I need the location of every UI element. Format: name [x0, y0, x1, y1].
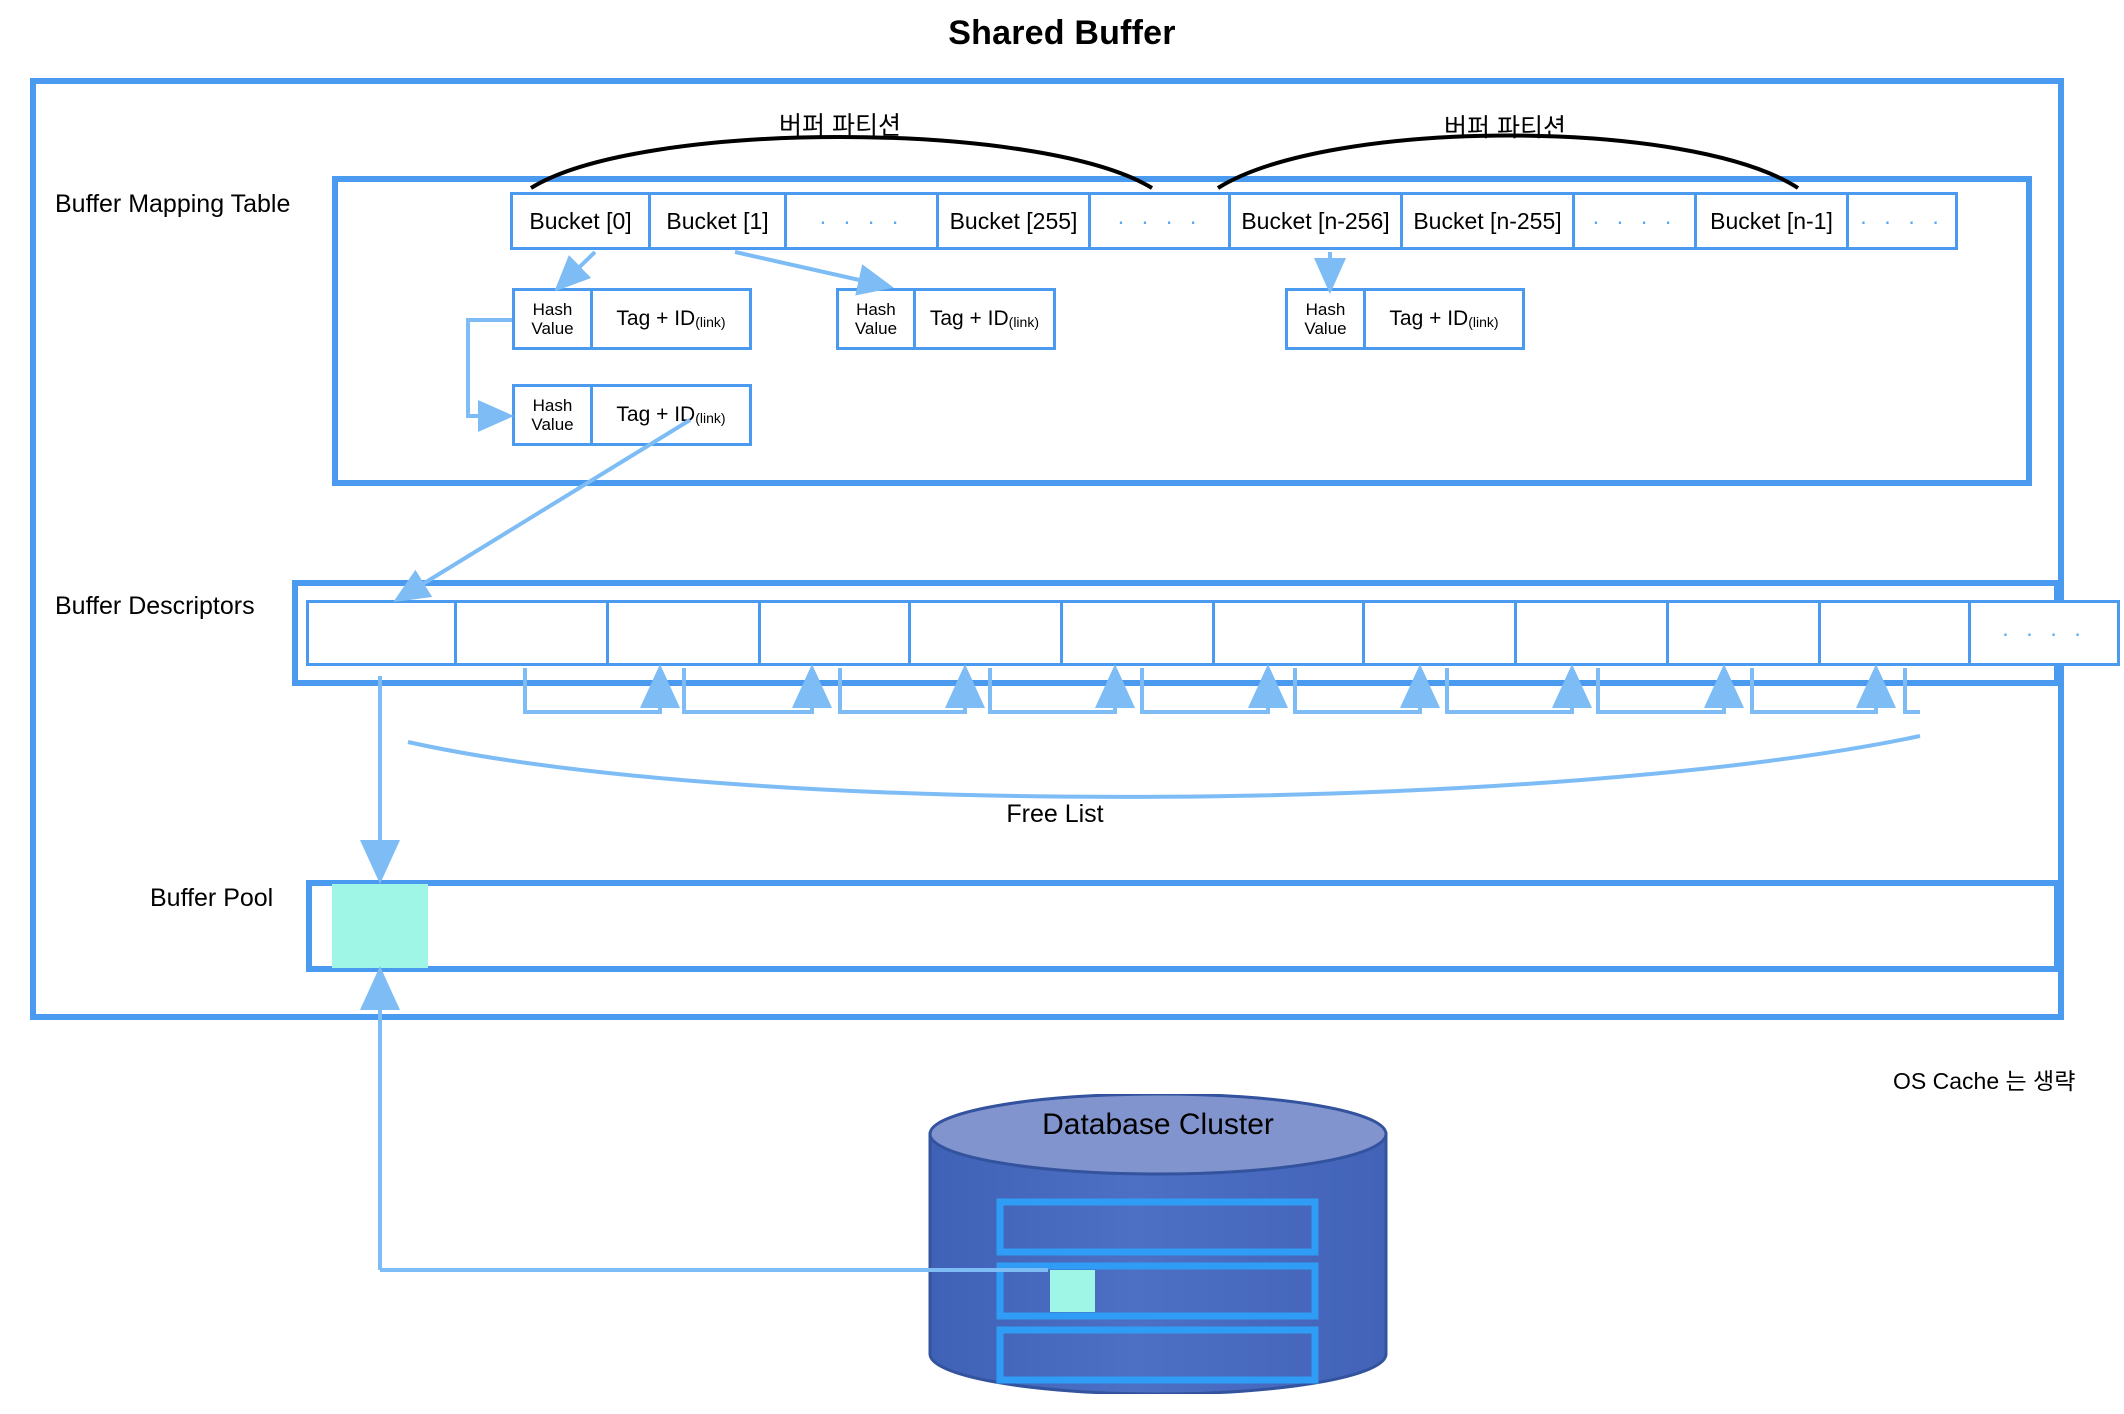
database-cluster-title: Database Cluster: [1042, 1108, 1274, 1141]
bucket-ellipsis: · · · ·: [1572, 192, 1694, 250]
shared-buffer-frame: [30, 78, 2064, 1020]
hash-value-line1: Hash: [532, 299, 573, 319]
buffer-mapping-table-label: Buffer Mapping Table: [55, 190, 291, 218]
bucket-row: Bucket [0]Bucket [1]· · · ·Bucket [255]·…: [510, 192, 1958, 250]
buffer-descriptor-cell: [908, 600, 1060, 666]
tag-id-text: Tag + ID: [1389, 307, 1469, 330]
buffer-descriptor-cell: [1514, 600, 1666, 666]
buffer-pool-page-block: [332, 884, 428, 968]
hash-value-line1: Hash: [532, 395, 573, 415]
tag-id-sub: (link): [695, 410, 726, 426]
bucket-cell: Bucket [n-1]: [1694, 192, 1846, 250]
tag-id-sub: (link): [1008, 314, 1039, 330]
tag-id-text: Tag + ID: [929, 307, 1009, 330]
buffer-descriptor-cell: [1060, 600, 1212, 666]
tag-id-sub: (link): [1468, 314, 1499, 330]
tag-id-cell: Tag + ID(link): [916, 291, 1053, 347]
buffer-descriptors-label: Buffer Descriptors: [55, 592, 255, 620]
bucket-ellipsis: · · · ·: [1846, 192, 1958, 250]
hash-value-line2: Value: [531, 319, 574, 338]
page-title: Shared Buffer: [948, 14, 1176, 52]
partition-label-left: 버퍼 파티션: [779, 112, 901, 140]
buffer-descriptor-cell: [306, 600, 454, 666]
hash-value-line2: Value: [854, 319, 898, 338]
buffer-descriptor-cell: · · · ·: [1968, 600, 2120, 666]
buffer-descriptor-cell: [606, 600, 758, 666]
buffer-descriptor-cell: [1362, 600, 1514, 666]
buffer-descriptor-cell-label: · · · ·: [2001, 619, 2087, 646]
buffer-descriptor-cell: [1212, 600, 1362, 666]
bucket-cell: Bucket [0]: [510, 192, 648, 250]
bucket-cell: Bucket [n-256]: [1228, 192, 1400, 250]
bucket-ellipsis: · · · ·: [1088, 192, 1228, 250]
os-cache-note: OS Cache 는 생략: [1893, 1068, 2076, 1094]
bucket-ellipsis: · · · ·: [784, 192, 936, 250]
buffer-descriptor-cell: [1818, 600, 1968, 666]
hash-value-line1: Hash: [856, 299, 896, 319]
buffer-pool-box: [306, 880, 2060, 972]
tag-id-sub: (link): [695, 314, 726, 330]
buffer-mapping-table-box: [332, 176, 2032, 486]
bucket-cell: Bucket [n-255]: [1400, 192, 1572, 250]
hash-value-line1: Hash: [1305, 299, 1346, 319]
buffer-descriptors-row: · · · ·: [306, 600, 2120, 666]
buffer-descriptor-cell: [454, 600, 606, 666]
free-list-label: Free List: [1006, 800, 1104, 828]
tag-id-cell: Tag + ID(link): [593, 291, 749, 347]
tag-id-text: Tag + ID: [616, 403, 696, 426]
bucket-cell: Bucket [1]: [648, 192, 784, 250]
partition-label-right: 버퍼 파티션: [1444, 114, 1566, 142]
bucket-cell: Bucket [255]: [936, 192, 1088, 250]
buffer-descriptor-cell: [1666, 600, 1818, 666]
hash-value-line2: Value: [531, 415, 574, 434]
buffer-pool-label: Buffer Pool: [150, 884, 274, 912]
tag-id-cell: Tag + ID(link): [593, 387, 749, 443]
buffer-descriptor-cell: [758, 600, 908, 666]
tag-id-cell: Tag + ID(link): [1366, 291, 1522, 347]
tag-id-text: Tag + ID: [616, 307, 696, 330]
hash-value-line2: Value: [1304, 319, 1347, 338]
